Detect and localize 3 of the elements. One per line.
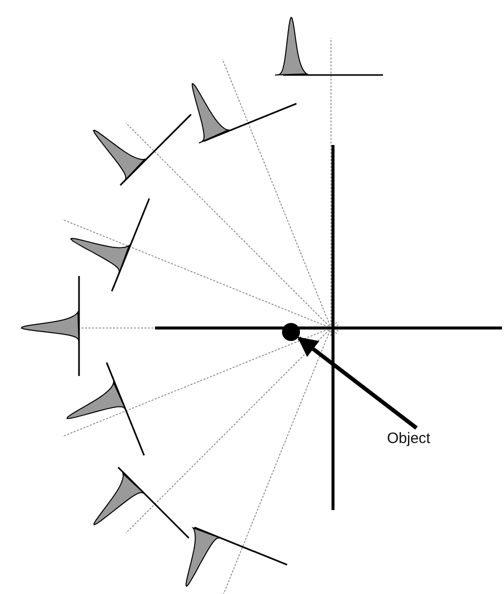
object-dot bbox=[282, 323, 300, 341]
arrow bbox=[297, 336, 418, 430]
object-label: Object bbox=[387, 430, 430, 447]
